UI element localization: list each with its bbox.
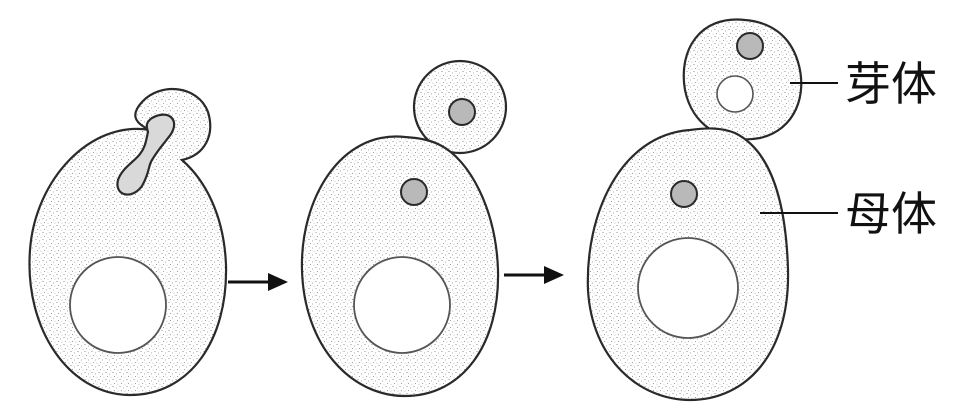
stage-3-vacuole xyxy=(638,238,738,338)
stage-2-nucleus xyxy=(401,179,427,205)
stage-2-vacuole xyxy=(354,257,450,353)
arrow-1 xyxy=(228,273,288,291)
stage-3-nucleus xyxy=(671,181,697,207)
stage-2-bud-nucleus xyxy=(449,99,475,125)
stage-1-vacuole xyxy=(70,257,166,353)
stage-1-cell xyxy=(29,89,226,395)
stage-3-cell xyxy=(588,20,801,400)
arrow-2 xyxy=(504,266,564,284)
bud-label: 芽体 xyxy=(845,57,937,111)
stage-3-bud-nucleus xyxy=(737,33,763,59)
mother-label: 母体 xyxy=(845,187,937,241)
stage-2-cell xyxy=(302,61,506,396)
stage-3-bud-vacuole xyxy=(717,76,753,112)
